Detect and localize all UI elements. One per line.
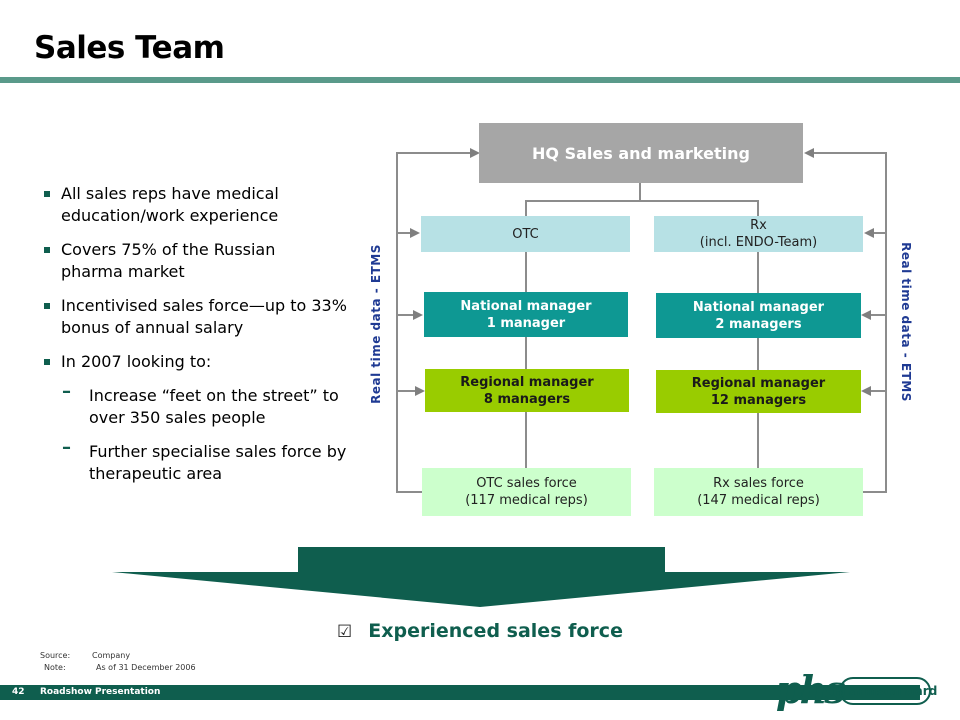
otc-regional-count: 8 managers bbox=[483, 391, 571, 407]
note-label: Note: bbox=[44, 663, 66, 672]
square-bullet-icon bbox=[44, 191, 50, 197]
pharmstandard-logo: phs Pharmstandard bbox=[776, 667, 937, 712]
bullet-text: Covers 75% of the Russian bbox=[61, 240, 276, 259]
left-feedback-line bbox=[396, 148, 480, 493]
bullet-text: In 2007 looking to: bbox=[61, 352, 212, 371]
sub-bullet-text: therapeutic area bbox=[89, 464, 223, 483]
dash-bullet-icon: – bbox=[62, 381, 71, 402]
left-etms-label: Real time data - ETMS bbox=[369, 244, 383, 404]
bullet-list: All sales reps have medical education/wo… bbox=[44, 183, 364, 497]
dash-bullet-icon: – bbox=[62, 437, 71, 458]
otc-force-title: OTC sales force bbox=[476, 476, 577, 491]
presentation-name: Roadshow Presentation bbox=[40, 687, 161, 697]
footer-bar: 42 Roadshow Presentation bbox=[0, 685, 920, 700]
square-bullet-icon bbox=[44, 359, 50, 365]
sub-bullet-item: – Increase “feet on the street” to over … bbox=[44, 381, 364, 429]
rx-national-manager-box: National manager 2 managers bbox=[656, 293, 861, 338]
right-feedback-line bbox=[804, 148, 887, 493]
bullet-item: Covers 75% of the Russian pharma market bbox=[44, 239, 364, 283]
otc-regional-title: Regional manager bbox=[460, 374, 594, 390]
bullet-item: Incentivised sales force—up to 33% bonus… bbox=[44, 295, 364, 339]
result-statement: ☑ Experienced sales force bbox=[0, 620, 960, 642]
note-value: As of 31 December 2006 bbox=[96, 663, 196, 672]
otc-force-count: (117 medical reps) bbox=[465, 493, 588, 508]
otc-division-box: OTC bbox=[421, 216, 630, 252]
rx-division-sublabel: (incl. ENDO-Team) bbox=[699, 235, 818, 250]
otc-regional-manager-box: Regional manager 8 managers bbox=[425, 369, 629, 412]
hq-sales-marketing-box: HQ Sales and marketing bbox=[479, 123, 803, 183]
bullet-text: education/work experience bbox=[61, 206, 279, 225]
otc-division-label: OTC bbox=[512, 226, 539, 242]
slide-title: Sales Team bbox=[34, 30, 225, 66]
hq-box-label: HQ Sales and marketing bbox=[532, 143, 750, 163]
bullet-text: pharma market bbox=[61, 262, 185, 281]
bullet-text: Incentivised sales force—up to 33% bbox=[61, 296, 347, 315]
otc-sales-force-box: OTC sales force (117 medical reps) bbox=[422, 468, 631, 516]
rx-regional-count: 12 managers bbox=[710, 392, 807, 408]
source-label: Source: bbox=[40, 651, 71, 660]
sub-bullet-text: Further specialise sales force by bbox=[89, 442, 347, 461]
sub-bullet-text: Increase “feet on the street” to bbox=[89, 386, 339, 405]
rx-regional-manager-box: Regional manager 12 managers bbox=[656, 370, 861, 413]
rx-force-title: Rx sales force bbox=[713, 476, 804, 491]
right-etms-label: Real time data - ETMS bbox=[899, 242, 913, 402]
otc-national-title: National manager bbox=[460, 298, 592, 314]
source-value: Company bbox=[92, 651, 131, 660]
summary-arrow-shape bbox=[112, 547, 850, 607]
page-number: 42 bbox=[12, 687, 25, 697]
rx-division-box: Rx (incl. ENDO-Team) bbox=[654, 216, 863, 252]
bullet-text: bonus of annual salary bbox=[61, 318, 244, 337]
sub-bullet-text: over 350 sales people bbox=[89, 408, 266, 427]
checkbox-icon: ☑ bbox=[337, 622, 353, 642]
rx-sales-force-box: Rx sales force (147 medical reps) bbox=[654, 468, 863, 516]
branch-connector bbox=[525, 200, 759, 216]
logo-wordmark: Pharmstandard bbox=[833, 677, 937, 705]
logo-mark: phs bbox=[776, 667, 846, 712]
rx-force-count: (147 medical reps) bbox=[697, 493, 820, 508]
result-text: Experienced sales force bbox=[368, 620, 623, 642]
rx-national-title: National manager bbox=[692, 299, 825, 315]
rx-regional-title: Regional manager bbox=[691, 375, 826, 391]
bullet-item: In 2007 looking to: bbox=[44, 351, 364, 373]
rx-division-label: Rx bbox=[750, 218, 767, 233]
title-divider bbox=[0, 77, 960, 83]
sub-bullet-item: – Further specialise sales force by ther… bbox=[44, 437, 364, 485]
rx-national-count: 2 managers bbox=[715, 316, 802, 332]
otc-national-manager-box: National manager 1 manager bbox=[424, 292, 628, 337]
square-bullet-icon bbox=[44, 247, 50, 253]
square-bullet-icon bbox=[44, 303, 50, 309]
bullet-text: All sales reps have medical bbox=[61, 184, 279, 203]
bullet-item: All sales reps have medical education/wo… bbox=[44, 183, 364, 227]
otc-national-count: 1 manager bbox=[486, 315, 566, 331]
